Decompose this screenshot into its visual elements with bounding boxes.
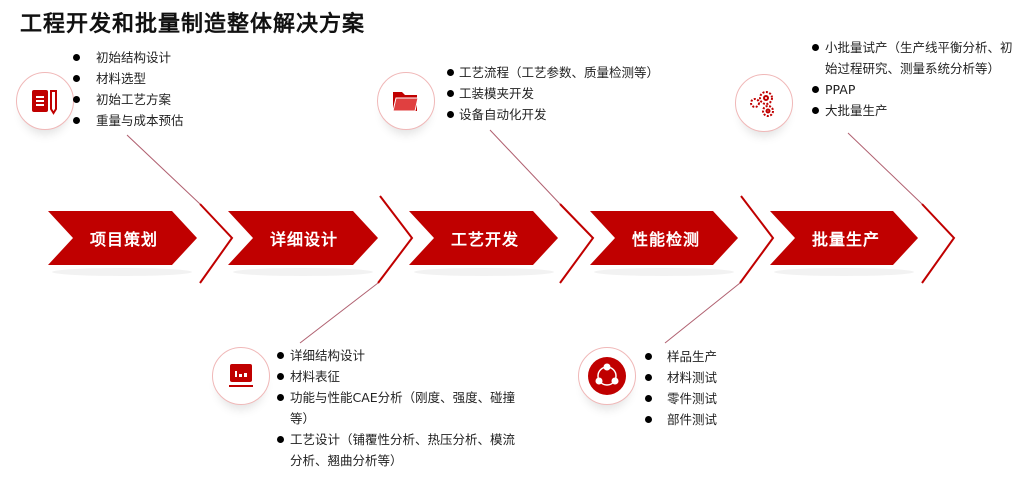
list-item: 功能与性能CAE分析（刚度、强度、碰撞等） xyxy=(277,387,517,429)
connector-line-1 xyxy=(126,134,201,205)
list-item: 样品生产 xyxy=(645,346,717,367)
stage-4-items: 样品生产 材料测试 零件测试 部件测试 xyxy=(645,346,717,430)
list-item: 小批量试产（生产线平衡分析、初始过程研究、测量系统分析等） xyxy=(812,37,1024,79)
stage-5-items: 小批量试产（生产线平衡分析、初始过程研究、测量系统分析等） PPAP 大批量生产 xyxy=(812,37,1024,121)
stage-process-development: 工艺开发 xyxy=(450,230,519,249)
list-item: 材料测试 xyxy=(645,367,717,388)
list-item: 重量与成本预估 xyxy=(73,110,184,131)
list-item: 部件测试 xyxy=(645,409,717,430)
outline-chevron-1 xyxy=(199,203,234,284)
list-item: 工艺设计（铺覆性分析、热压分析、模流分析、翘曲分析等） xyxy=(277,429,517,471)
page-title: 工程开发和批量制造整体解决方案 xyxy=(20,12,366,37)
list-item: 大批量生产 xyxy=(812,100,1024,121)
list-item: PPAP xyxy=(812,79,1024,100)
list-item: 材料选型 xyxy=(73,68,184,89)
list-item: 初始结构设计 xyxy=(73,47,184,68)
connector-line-5 xyxy=(847,132,923,205)
stage-arrow-3 xyxy=(409,211,558,265)
outline-chevron-4 xyxy=(739,195,775,284)
stage-2-items: 详细结构设计 材料表征 功能与性能CAE分析（刚度、强度、碰撞等） 工艺设计（铺… xyxy=(277,345,517,471)
outline-chevron-5 xyxy=(921,203,956,284)
stage-detailed-design: 详细设计 xyxy=(269,230,338,249)
stage-3-items: 工艺流程（工艺参数、质量检测等） 工装模夹开发 设备自动化开发 xyxy=(447,62,659,125)
stage-project-planning: 项目策划 xyxy=(89,230,158,249)
stage-performance-testing: 性能检测 xyxy=(631,230,700,249)
list-item: 工装模夹开发 xyxy=(447,83,659,104)
folder-icon xyxy=(377,72,435,130)
stage-arrow-5 xyxy=(770,211,918,265)
stage-arrow-2 xyxy=(228,211,378,265)
connector-line-4 xyxy=(664,282,741,344)
stage-1-items: 初始结构设计 材料选型 初始工艺方案 重量与成本预估 xyxy=(73,47,184,131)
connector-line-2 xyxy=(299,282,379,344)
network-icon xyxy=(578,347,636,405)
connector-line-3 xyxy=(489,129,561,205)
outline-chevron-3 xyxy=(559,203,595,284)
list-item: 初始工艺方案 xyxy=(73,89,184,110)
gears-icon xyxy=(735,74,793,132)
notebook-pen-icon xyxy=(16,72,74,130)
list-item: 材料表征 xyxy=(277,366,517,387)
stage-arrow-4 xyxy=(590,211,738,265)
list-item: 设备自动化开发 xyxy=(447,104,659,125)
monitor-chart-icon xyxy=(212,347,270,405)
list-item: 详细结构设计 xyxy=(277,345,517,366)
stage-mass-production: 批量生产 xyxy=(811,230,880,249)
outline-chevron-2 xyxy=(377,195,414,284)
list-item: 工艺流程（工艺参数、质量检测等） xyxy=(447,62,659,83)
stage-arrow-1 xyxy=(48,211,197,265)
list-item: 零件测试 xyxy=(645,388,717,409)
